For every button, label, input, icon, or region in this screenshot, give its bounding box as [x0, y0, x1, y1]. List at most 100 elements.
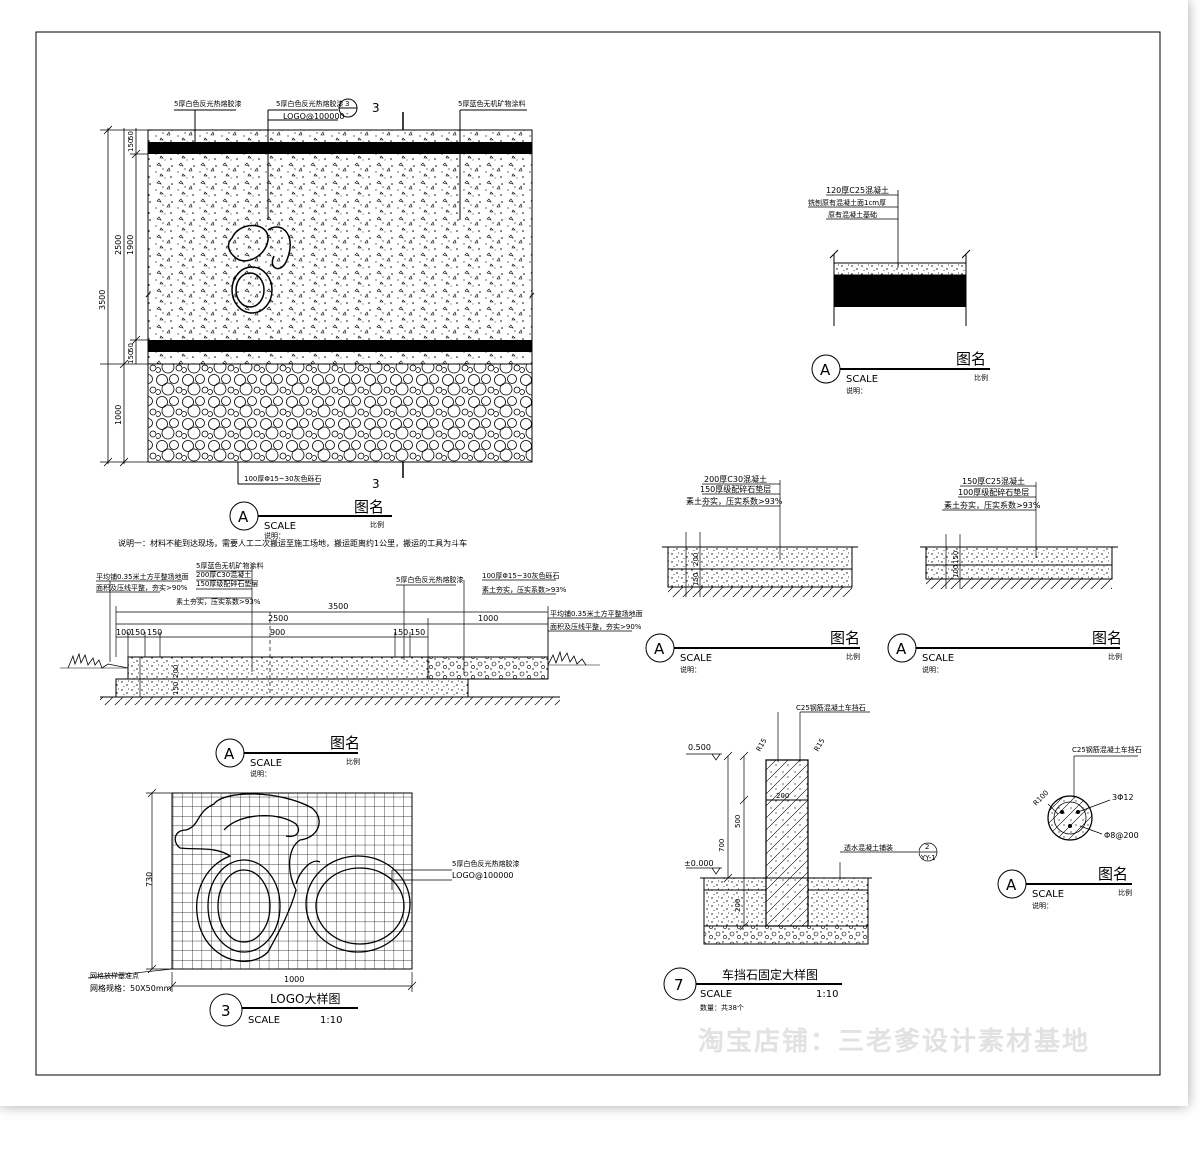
curb-ref-num: 2: [925, 843, 929, 851]
curb-ref-sheet: YY-1: [920, 854, 936, 862]
m2-label-2: 100厚级配碎石垫层: [958, 487, 1029, 497]
long-section: 3500 2500 1000 100 150 150 900 150 150 2…: [60, 561, 643, 778]
section-gravel-layer: [427, 656, 549, 680]
plan-view: 5厚白色反光热熔胶漆 5厚白色反光热熔胶漆 LOGO@100000 5厚蓝色无机…: [98, 98, 535, 540]
detail-top-right: 120厚C25混凝土 铣刨原有混凝土面1cm厚 原有混凝土基础 A 图名 SCA…: [808, 185, 990, 395]
section-mid-label-1: 5厚蓝色无机矿物涂料: [196, 561, 263, 570]
curb-dim-700: 700: [718, 839, 726, 852]
m1-label-3: 素土夯实，压实系数>93%: [686, 496, 783, 506]
m1-dim-1: 200: [692, 553, 700, 566]
section-title-scale: SCALE: [250, 758, 282, 769]
plan-gravel-note: 100厚Φ15~30灰色砾石: [244, 474, 322, 483]
round-callout-lines: [1047, 755, 1138, 835]
curb-level-zero: ±0.000: [684, 859, 714, 868]
logo-title-scale: SCALE: [248, 1015, 280, 1026]
section-title-note: 说明：: [250, 769, 271, 778]
curb-title-note: 数量：共38个: [700, 1003, 744, 1012]
tr-label-1: 120厚C25混凝土: [826, 185, 889, 195]
plan-black-stripe-top: [148, 142, 532, 154]
cad-drawing: 5厚白色反光热熔胶漆 5厚白色反光热熔胶漆 LOGO@100000 5厚蓝色无机…: [35, 31, 1161, 1076]
m2-label-3: 素土夯实，压实系数>93%: [944, 500, 1041, 510]
curb-r2: R15: [813, 737, 827, 753]
tr-title-ratio: 比例: [974, 373, 988, 382]
plan-title-name: 图名: [354, 498, 384, 516]
plan-title-block: A 图名 SCALE 比例 说明：: [229, 498, 392, 540]
plan-section-mark-top: 3: [372, 101, 380, 115]
m2-title-name: 图名: [1092, 629, 1122, 647]
section-right-label-1: 100厚Φ15~30灰色砾石: [482, 571, 560, 580]
round-title-ratio: 比例: [1118, 888, 1132, 897]
tr-title-name: 图名: [956, 350, 986, 368]
plan-dim-150a: 150: [127, 139, 135, 152]
material-note: 说明一：材料不能到达现场，需要人工二次搬运至施工场地，搬运距离约1公里，搬运的工…: [118, 538, 467, 548]
section-mid-label-3: 150厚级配碎石垫层: [196, 579, 258, 588]
round-title-scale: SCALE: [1032, 889, 1064, 900]
section-dimension-lines: [115, 606, 549, 697]
m2-title-note: 说明：: [922, 665, 943, 674]
plan-section-mark-bottom: 3: [372, 477, 380, 491]
round-radius: R100: [1032, 789, 1051, 808]
logo-dim-h: 730: [145, 872, 154, 887]
plan-title-note: 说明：: [264, 531, 285, 540]
m1-label-2: 150厚级配碎石垫层: [700, 484, 771, 494]
m1-title-name: 图名: [830, 629, 860, 647]
tr-title-note: 说明：: [846, 386, 867, 395]
logo-dim-w: 1000: [284, 975, 304, 984]
curb-title-name: 车挡石固定大样图: [722, 967, 818, 982]
m2-dim-1: 150: [952, 551, 960, 564]
section-far-right-label-2: 面积及压线平整，夯实>90%: [550, 622, 642, 631]
plan-dim-total: 3500: [98, 290, 107, 310]
curb-dimension-lines: [686, 711, 938, 931]
section-dim-s2: 150: [130, 628, 145, 637]
section-left-label-2: 面积及压线平整，夯实>90%: [96, 583, 188, 592]
section-right-mid-label: 5厚白色反光热熔胶漆: [396, 575, 463, 584]
logo-grid-note-2: 网格规格：50X50mm: [90, 983, 172, 993]
curb-right-label: 透水混凝土铺装: [844, 843, 893, 852]
round-title-name: 图名: [1098, 865, 1128, 883]
logo-title-num: 3: [221, 1002, 231, 1020]
curb-detail: C25钢筋混凝土车挡石 R15 R15 0.500 ±0.000 200 500…: [663, 703, 938, 1012]
tr-label-3: 原有混凝土基础: [828, 210, 877, 219]
section-dim-v2: 150: [172, 682, 180, 695]
logo-callout-2: LOGO@100000: [452, 871, 514, 880]
section-dim-s6: 150: [410, 628, 425, 637]
drawing-sheet: 5厚白色反光热熔胶漆 5厚白色反光热熔胶漆 LOGO@100000 5厚蓝色无机…: [35, 31, 1161, 1076]
round-rebar-2: Φ8@200: [1104, 831, 1139, 840]
plan-callout-top-mid: 5厚白色反光热熔胶漆: [276, 99, 343, 108]
plan-black-stripe-bottom: [148, 340, 532, 352]
plan-title-scale: SCALE: [264, 521, 296, 532]
plan-dim-50b: 50: [127, 343, 135, 352]
grass-left: [67, 652, 129, 669]
section-base-layer: [115, 678, 469, 698]
tr-title-scale: SCALE: [846, 374, 878, 385]
round-section: C25钢筋混凝土车挡石 R100 3Φ12 Φ8@200 A 图名 SCALE …: [997, 745, 1142, 910]
tr-title-letter: A: [820, 361, 831, 379]
plan-dim-150b: 150: [127, 351, 135, 364]
logo-detail: 730 1000 5厚白色反光热熔胶漆 LOGO@100000 网格放样基准点 …: [87, 788, 519, 1027]
plan-dim-main: 2500: [114, 235, 123, 255]
curb-stone: [765, 759, 809, 927]
section-title-ratio: 比例: [346, 757, 360, 766]
section-dim-total: 3500: [328, 602, 348, 611]
section-dim-v1: 200: [172, 665, 180, 678]
section-dim-s3: 150: [147, 628, 162, 637]
plan-callout-top-right: 5厚蓝色无机矿物涂料: [458, 99, 525, 108]
m2-title-letter: A: [896, 640, 907, 658]
curb-title-scale: SCALE: [700, 989, 732, 1000]
logo-outline: [174, 793, 411, 962]
round-title-note: 说明：: [1032, 901, 1053, 910]
m1-label-1: 200厚C30混凝土: [704, 474, 767, 484]
section-dim-main: 2500: [268, 614, 288, 623]
curb-title-block: 7 车挡石固定大样图 SCALE 1:10 数量：共38个: [663, 967, 842, 1012]
sheet-border: [35, 31, 1161, 1076]
plan-dim-bottom: 1000: [114, 405, 123, 425]
section-dim-right: 1000: [478, 614, 498, 623]
section-title-name: 图名: [330, 734, 360, 752]
section-mid-label-2: 200厚C30混凝土: [196, 570, 251, 579]
m2-title-ratio: 比例: [1108, 652, 1122, 661]
curb-title-num: 7: [674, 976, 684, 994]
logo-title-block: 3 LOGO大样图 SCALE 1:10: [209, 991, 358, 1027]
round-title-block: A 图名 SCALE 比例 说明：: [997, 865, 1132, 910]
round-top-label: C25钢筋混凝土车挡石: [1072, 745, 1142, 754]
plan-concrete-band: [147, 129, 533, 365]
